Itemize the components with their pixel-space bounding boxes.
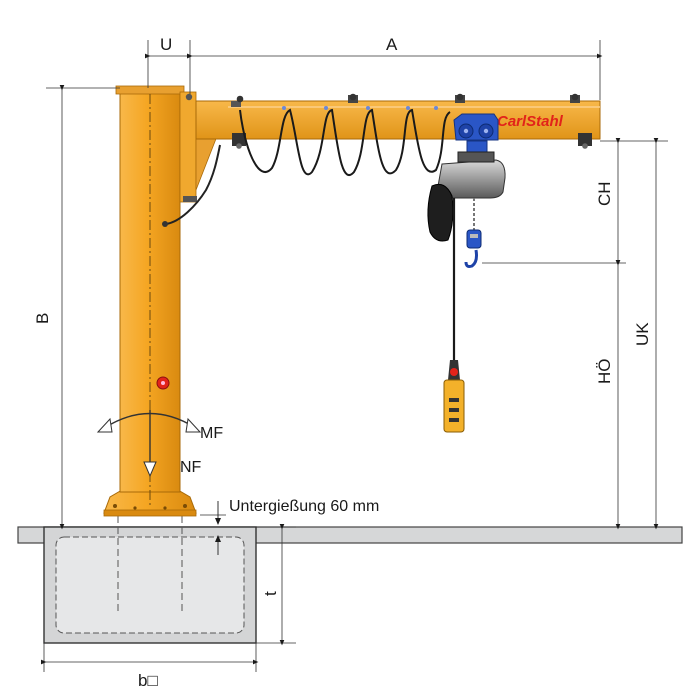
crane-column xyxy=(103,85,229,517)
dimension-a xyxy=(186,40,603,100)
label-b-square: b□ xyxy=(138,671,158,690)
dimension-t xyxy=(256,523,296,646)
grout-indicator xyxy=(200,501,226,555)
label-mf: MF xyxy=(200,425,223,442)
foundation-block xyxy=(43,505,257,644)
dimension-b-square xyxy=(40,643,259,672)
normal-force-arrow xyxy=(143,410,157,478)
label-ch: CH xyxy=(595,181,614,206)
dimension-b xyxy=(46,84,120,530)
label-grout: Untergießung 60 mm xyxy=(229,498,379,515)
dimension-ch xyxy=(482,137,668,266)
label-uk: UK xyxy=(633,322,652,346)
trolley xyxy=(453,113,499,156)
brand-logo: CarlStahl xyxy=(497,113,564,130)
label-nf: NF xyxy=(180,459,202,476)
festoon-cable xyxy=(239,106,451,176)
jib-arm xyxy=(195,93,601,149)
label-a: A xyxy=(386,35,398,54)
pendant-control xyxy=(443,360,465,433)
label-t: t xyxy=(261,591,280,596)
label-b: B xyxy=(33,313,52,324)
emergency-stop-icon xyxy=(156,376,170,390)
chain-hoist xyxy=(427,151,506,360)
label-u: U xyxy=(160,35,172,54)
label-ho: HÖ xyxy=(595,359,614,385)
dimension-u xyxy=(144,40,193,94)
